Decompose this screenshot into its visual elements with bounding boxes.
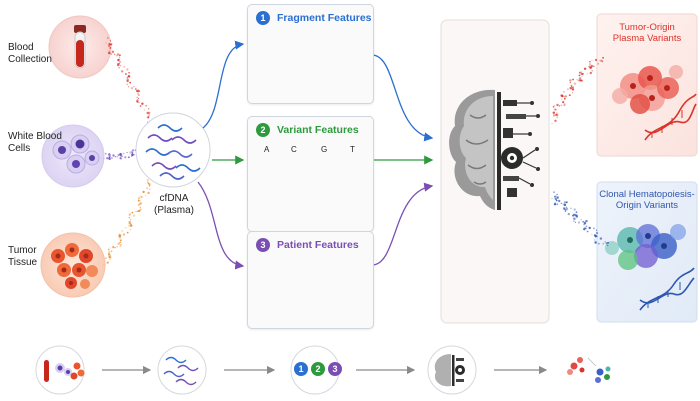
fragment-features-header: 1 Fragment Features	[256, 11, 372, 25]
ai-model-panel	[440, 19, 550, 324]
dna-helix-icon	[644, 93, 697, 141]
fragment-features-title: Fragment Features	[277, 12, 372, 24]
tumor-origin-title: Tumor-Origin Plasma Variants	[612, 22, 682, 44]
ai-brain-icon	[449, 89, 540, 210]
output-particle-trails	[551, 56, 609, 247]
blood-collection-node	[48, 15, 112, 79]
pipeline-step-inputs	[35, 345, 85, 395]
base-label: T	[350, 145, 355, 154]
pipeline-badge: 1	[294, 362, 308, 376]
tumor-tissue-label: Tumor Tissue	[8, 245, 38, 268]
variant-features-header: 2 Variant Features	[256, 123, 359, 137]
chip-variant-cluster-icon	[605, 224, 686, 270]
tumor-variant-cluster-icon	[612, 65, 683, 114]
step-number-badge: 2	[256, 123, 270, 137]
connector-to-fragment	[202, 40, 245, 129]
step-number-badge: 3	[256, 238, 270, 252]
connector-fragment-to-model	[371, 54, 434, 142]
tumor-tissue-icon	[51, 243, 98, 289]
dna-helix-icon	[639, 267, 695, 311]
pipeline-step-outputs	[567, 357, 611, 383]
base-label: C	[291, 145, 297, 154]
pipeline-badge: 2	[311, 362, 325, 376]
blood-collection-label: Blood Collection	[8, 42, 52, 65]
cfdna-node	[135, 112, 211, 188]
pipeline-feature-badges: 1 2 3	[294, 362, 342, 376]
pipeline-step-model	[427, 345, 477, 395]
white-blood-cells-label: White Blood Cells	[8, 131, 62, 154]
blood-tube-icon	[74, 25, 86, 69]
variant-features-card: 2 Variant Features A C G T	[247, 116, 374, 232]
cfdna-label: cfDNA (Plasma)	[153, 193, 194, 216]
chip-origin-title: Clonal Hematopoiesis- Origin Variants	[599, 189, 695, 211]
patient-features-title: Patient Features	[277, 239, 359, 251]
patient-features-card: 3 Patient Features	[247, 231, 374, 329]
step-number-badge: 1	[256, 11, 270, 25]
base-label: G	[321, 145, 328, 154]
patient-features-header: 3 Patient Features	[256, 238, 359, 252]
pipeline-badge: 3	[328, 362, 342, 376]
fragment-features-card: 1 Fragment Features	[247, 4, 374, 104]
variant-features-title: Variant Features	[277, 124, 359, 136]
connector-to-patient	[197, 181, 245, 270]
connector-patient-to-model	[371, 182, 434, 266]
white-blood-cells-node	[41, 124, 105, 188]
pipeline-step-cfdna	[157, 345, 207, 395]
base-label: A	[264, 145, 270, 154]
bottom-pipeline	[35, 345, 611, 395]
tumor-tissue-node	[40, 232, 106, 298]
cfdna-strands-icon	[145, 124, 201, 180]
white-blood-cells-icon	[52, 134, 100, 174]
